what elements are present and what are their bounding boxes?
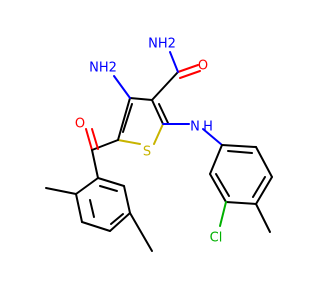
bond (219, 201, 227, 227)
bond (85, 128, 93, 151)
bond (179, 70, 201, 79)
bond (91, 139, 119, 151)
amide-oxygen-label: O (198, 59, 208, 74)
bond (151, 71, 179, 101)
chlorine-label: Cl (210, 231, 223, 246)
bond (75, 177, 99, 195)
bond (129, 212, 153, 252)
amino-nh2-label: NH2 (89, 61, 117, 76)
bond (117, 97, 131, 141)
bond (252, 176, 266, 198)
bond (97, 177, 125, 187)
bonds (45, 51, 273, 252)
bond (255, 146, 273, 178)
bond (75, 193, 83, 223)
bond (225, 201, 257, 205)
bond (110, 213, 124, 225)
bond (177, 64, 199, 73)
ketone-oxygen-label: O (75, 117, 85, 132)
amine-nitrogen-label: N (190, 120, 200, 135)
bond (221, 144, 257, 148)
bond (255, 203, 271, 233)
bond (122, 103, 133, 133)
bond (91, 128, 99, 150)
bond (255, 176, 273, 205)
bond (81, 221, 111, 232)
bond (91, 149, 99, 179)
bond (209, 144, 223, 175)
bond (209, 173, 227, 203)
bond (123, 185, 131, 214)
bond (129, 97, 153, 101)
bond (151, 99, 164, 125)
bond (169, 51, 179, 73)
bond (202, 128, 223, 146)
bond (89, 199, 95, 218)
molecule-structure: NH2 O NH2 O S N H Cl (45, 37, 273, 252)
bond (109, 212, 131, 232)
bond (158, 103, 169, 124)
bond (117, 139, 141, 145)
thiophene-sulfur-label: S (143, 145, 151, 160)
amide-nh2-label: NH2 (148, 37, 176, 52)
bond (227, 150, 253, 154)
atom-labels: NH2 O NH2 O S N H Cl (75, 37, 222, 246)
amine-hydrogen-label: H (203, 120, 213, 135)
bond (153, 123, 164, 145)
bond (99, 185, 118, 192)
bond (215, 173, 230, 197)
bond (113, 75, 131, 99)
bond (45, 187, 77, 195)
